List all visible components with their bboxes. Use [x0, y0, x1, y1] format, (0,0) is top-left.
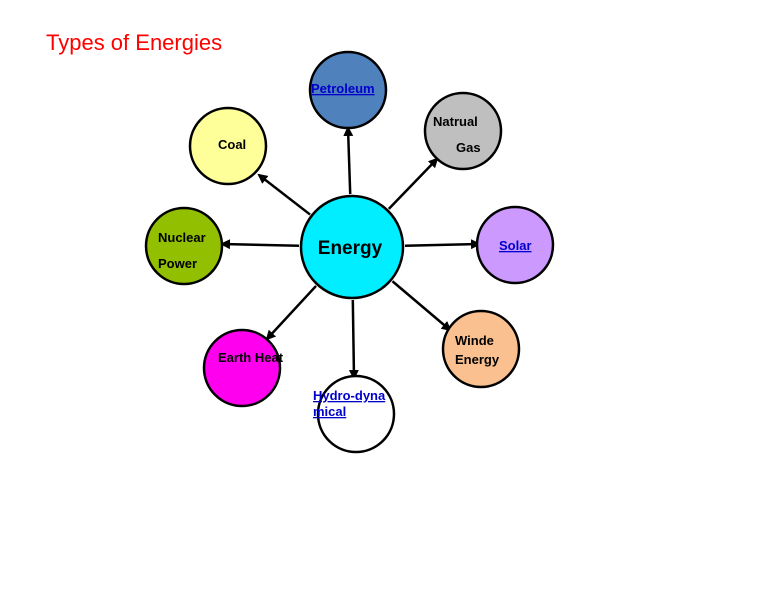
arrow-to-earth-heat — [265, 285, 317, 341]
node-label-earth-heat: Earth Heat — [218, 350, 284, 365]
node-label-natural-gas: Gas — [456, 140, 481, 155]
node-circle-wind-energy — [441, 309, 521, 389]
arrow-layer — [220, 126, 481, 380]
node-label-petroleum[interactable]: Petroleum — [311, 81, 375, 96]
node-circle-solar — [475, 205, 555, 285]
center-circle — [299, 194, 405, 300]
arrow-to-solar — [404, 239, 481, 250]
node-label-wind-energy: Winde — [455, 333, 494, 348]
node-earth-heat: Earth Heat — [202, 328, 284, 408]
node-circle-nuclear-power — [144, 206, 224, 286]
node-circle-earth-heat — [202, 328, 282, 408]
node-label-wind-energy: Energy — [455, 352, 500, 367]
node-circle-petroleum — [308, 50, 388, 130]
node-circle-natural-gas — [423, 91, 503, 171]
page-title: Types of Energies — [46, 30, 223, 55]
node-coal: Coal — [188, 106, 268, 186]
node-circle-hydro-dynamical — [316, 374, 396, 454]
node-solar[interactable]: Solar — [475, 205, 555, 285]
center-label: Energy — [318, 238, 383, 259]
arrow-to-nuclear-power — [220, 239, 300, 250]
node-label-hydro-dynamical[interactable]: mical — [313, 404, 346, 419]
arrow-to-wind-energy — [391, 280, 452, 332]
node-layer: PetroleumNatrualGasSolarWindeEnergyHydro… — [144, 50, 555, 454]
node-petroleum[interactable]: Petroleum — [308, 50, 388, 130]
arrow-to-petroleum — [343, 126, 354, 195]
node-circle-coal — [188, 106, 268, 186]
node-label-nuclear-power: Power — [158, 256, 197, 271]
node-label-nuclear-power: Nuclear — [158, 230, 206, 245]
node-label-coal: Coal — [218, 137, 246, 152]
arrow-to-hydro-dynamical — [348, 299, 359, 380]
arrow-to-coal — [257, 173, 311, 216]
center-node: Energy — [299, 194, 405, 300]
node-label-hydro-dynamical[interactable]: Hydro-dyna — [313, 388, 386, 403]
arrow-to-natural-gas — [387, 157, 439, 210]
node-label-natural-gas: Natrual — [433, 114, 478, 129]
node-label-solar[interactable]: Solar — [499, 238, 532, 253]
